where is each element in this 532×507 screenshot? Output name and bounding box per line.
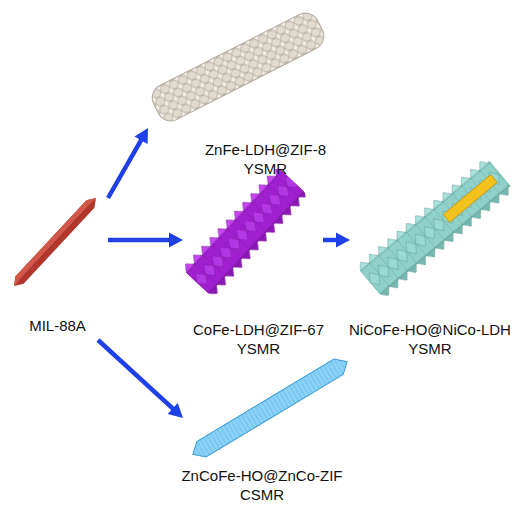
rod-node: ZnCoFe-HO@ZnCo-ZIF CSMR: [183, 360, 348, 506]
arrow-shaft: [108, 139, 142, 198]
znfe-rod: [147, 8, 328, 125]
nicofe-rod: [356, 157, 515, 300]
rod-node: NiCoFe-HO@NiCo-LDH YSMR: [350, 150, 528, 360]
arrow-connector: [323, 233, 350, 248]
mil-88a-rod: [10, 194, 100, 289]
rod-node: MIL-88A: [8, 190, 108, 340]
arrow-head: [336, 233, 350, 248]
arrow-connector: [108, 233, 183, 248]
rod-node: CoFe-LDH@ZIF-67 YSMR: [183, 160, 323, 360]
zncofe-rod: [188, 354, 352, 462]
arrow-shaft: [98, 340, 173, 409]
arrow-head: [169, 233, 183, 248]
arrow-head: [135, 128, 148, 144]
rod-node: ZnFe-LDH@ZIF-8 YSMR: [148, 8, 382, 180]
node-label: MIL-88A: [28, 316, 87, 335]
arrow-connector: [98, 340, 183, 418]
arrow-shaft: [323, 238, 337, 243]
node-label: ZnFe-LDH@ZIF-8 YSMR: [187, 140, 344, 178]
arrow-connector: [108, 128, 148, 198]
cofe-rod: [181, 166, 309, 298]
node-label: ZnCoFe-HO@ZnCo-ZIF CSMR: [163, 466, 361, 504]
arrow-head: [168, 403, 183, 418]
node-label: CoFe-LDH@ZIF-67 YSMR: [175, 320, 342, 358]
node-label: NiCoFe-HO@NiCo-LDH YSMR: [331, 320, 529, 358]
arrow-shaft: [108, 238, 170, 243]
